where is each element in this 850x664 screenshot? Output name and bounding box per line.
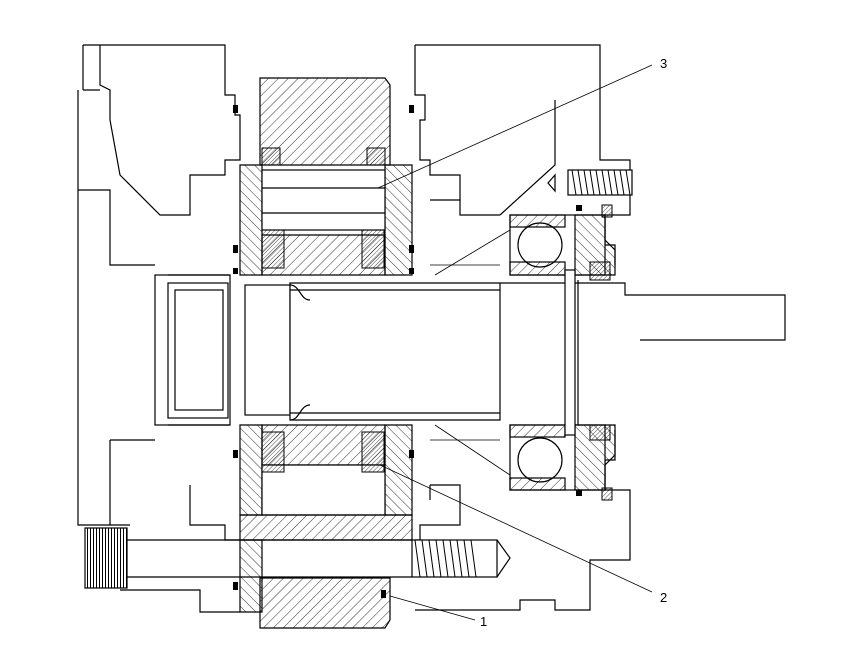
- callout-label-2: 2: [660, 590, 667, 605]
- callout-leaders: [377, 64, 653, 621]
- bearing-spacer: [564, 269, 579, 436]
- ball-bearing-lower: [509, 424, 616, 491]
- callout-label-1: 1: [480, 614, 487, 629]
- chamfer-lines: [430, 229, 511, 476]
- bottom-bolt: [84, 527, 511, 589]
- retaining-clips: [576, 204, 613, 501]
- top-screw: [547, 169, 633, 196]
- o-ring-seals: [233, 105, 414, 598]
- left-end-bearing: [154, 274, 231, 426]
- upper-gear-block: [239, 77, 413, 276]
- callout-label-3: 3: [660, 56, 667, 71]
- lower-gear-block: [239, 424, 413, 629]
- ball-bearing-upper: [509, 214, 616, 281]
- shaft: [244, 282, 786, 421]
